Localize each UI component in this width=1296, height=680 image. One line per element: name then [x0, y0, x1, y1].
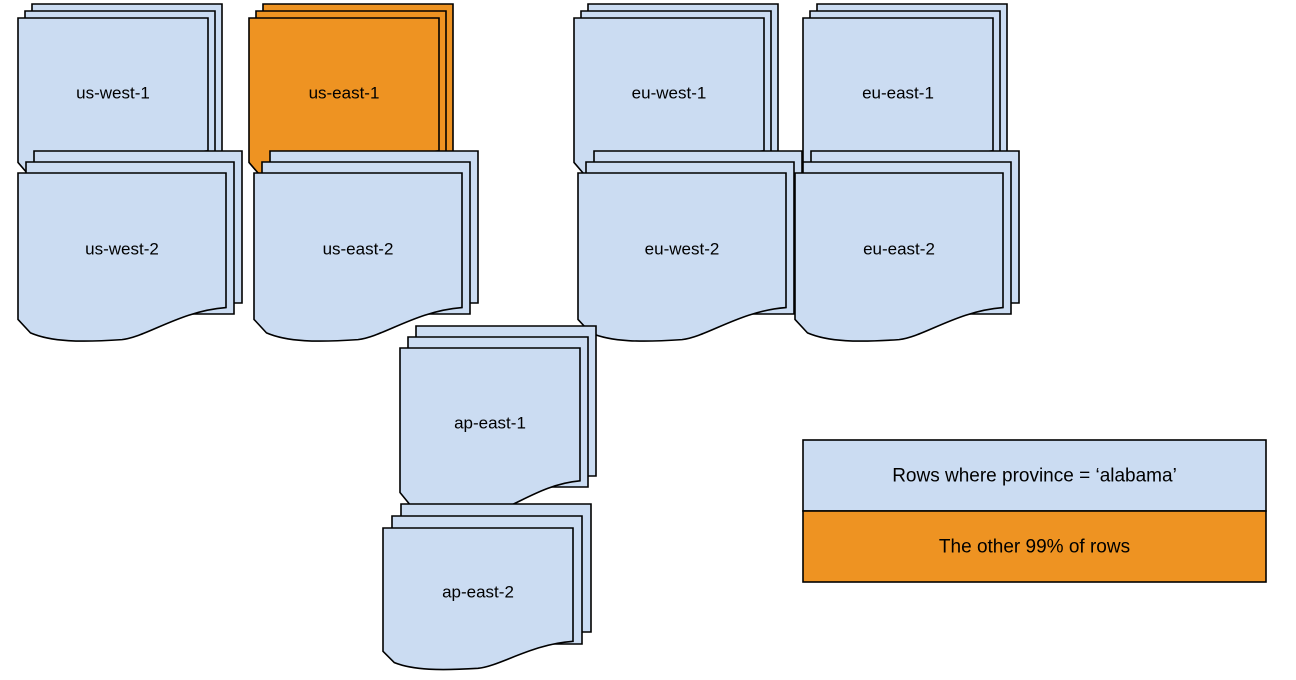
legend-row-alabama: Rows where province = ‘alabama’ — [802, 439, 1267, 512]
document-stack-eu-west-1[interactable]: eu-west-1 — [573, 3, 779, 185]
stack-front-sheet — [399, 347, 581, 515]
legend: Rows where province = ‘alabama’The other… — [802, 439, 1267, 583]
document-stack-us-west-1[interactable]: us-west-1 — [17, 3, 223, 185]
document-stack-us-west-2[interactable]: us-west-2 — [17, 150, 243, 342]
stack-front-sheet — [577, 172, 787, 342]
stack-front-sheet — [17, 172, 227, 342]
legend-row-other: The other 99% of rows — [802, 510, 1267, 583]
document-stack-ap-east-1[interactable]: ap-east-1 — [399, 325, 597, 515]
legend-swatch — [802, 439, 1267, 512]
legend-swatch — [802, 510, 1267, 583]
document-stack-eu-east-2[interactable]: eu-east-2 — [794, 150, 1020, 342]
document-stack-us-east-2[interactable]: us-east-2 — [253, 150, 479, 342]
stack-front-sheet — [382, 527, 574, 671]
document-stack-ap-east-2[interactable]: ap-east-2 — [382, 503, 592, 671]
stack-front-sheet — [253, 172, 463, 342]
stack-front-sheet — [794, 172, 1004, 342]
document-stack-us-east-1[interactable]: us-east-1 — [248, 3, 454, 185]
document-stack-eu-west-2[interactable]: eu-west-2 — [577, 150, 803, 342]
